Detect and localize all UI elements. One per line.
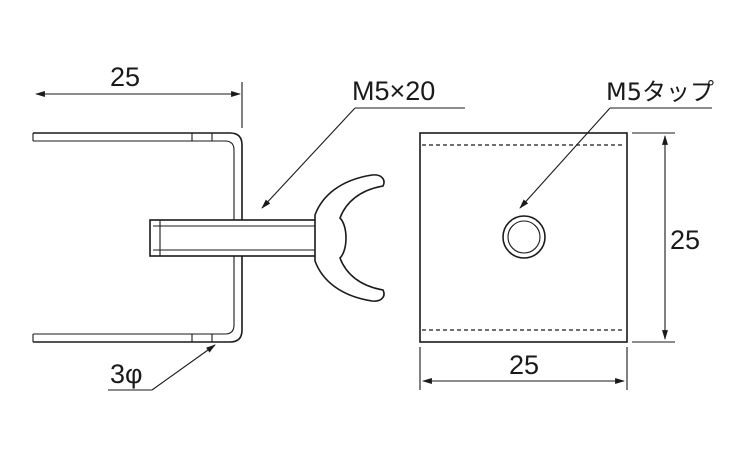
wire-diameter-leader: 3φ <box>108 344 216 391</box>
bolt-spec-label: M5×20 <box>352 76 435 106</box>
side-width-dimension: 25 <box>35 62 243 128</box>
wing-nut <box>314 174 385 302</box>
front-height-dimension: 25 <box>632 132 700 343</box>
front-width-dimension: 25 <box>419 347 628 390</box>
bolt-leader: M5×20 <box>261 76 465 209</box>
bolt-shank <box>149 219 319 257</box>
tap-hole-inner <box>507 220 541 254</box>
side-view <box>32 132 385 343</box>
side-width-label: 25 <box>110 62 140 92</box>
front-height-label: 25 <box>670 225 700 255</box>
front-width-label: 25 <box>509 350 539 380</box>
tap-leader: M5タップ <box>519 78 714 209</box>
tap-hole-outer <box>502 215 546 259</box>
wire-diameter-label: 3φ <box>110 359 143 389</box>
front-view <box>419 132 628 343</box>
tap-spec-label: M5タップ <box>606 78 714 106</box>
